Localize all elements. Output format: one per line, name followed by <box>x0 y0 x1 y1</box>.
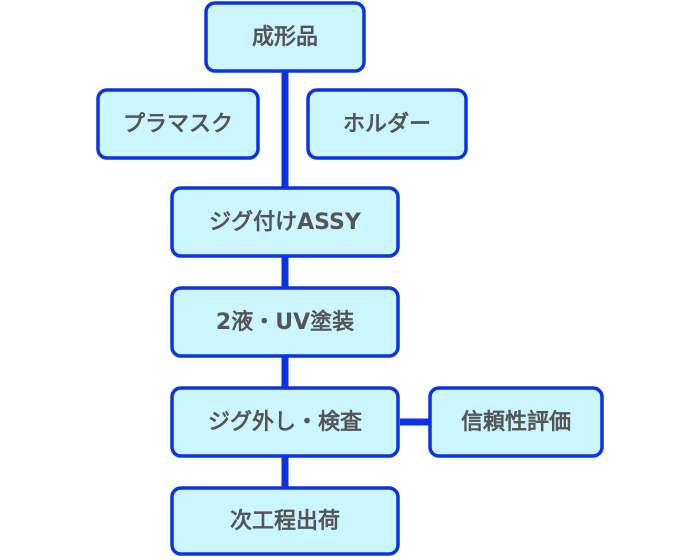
node-jig-removal-inspection-label: ジグ外し・検査 <box>208 409 363 435</box>
node-plastic-mask: プラマスク <box>96 88 260 160</box>
node-molded-part: 成形品 <box>204 1 366 73</box>
node-plastic-mask-label: プラマスク <box>123 112 233 137</box>
node-next-process-shipping-label: 次工程出荷 <box>230 508 340 534</box>
node-reliability-evaluation-label: 信頼性評価 <box>461 409 571 435</box>
node-reliability-evaluation: 信頼性評価 <box>428 386 604 458</box>
node-molded-part-label: 成形品 <box>252 25 318 50</box>
node-holder-label: ホルダー <box>343 111 431 137</box>
node-jig-assy: ジグ付けASSY <box>170 186 400 258</box>
node-next-process-shipping: 次工程出荷 <box>170 486 400 556</box>
node-jig-assy-label: ジグ付けASSY <box>209 209 362 235</box>
node-holder: ホルダー <box>306 88 468 160</box>
node-two-liquid-uv-coating: 2液・UV塗装 <box>170 286 400 358</box>
node-jig-removal-inspection: ジグ外し・検査 <box>170 386 400 458</box>
node-two-liquid-uv-coating-label: 2液・UV塗装 <box>216 309 354 335</box>
